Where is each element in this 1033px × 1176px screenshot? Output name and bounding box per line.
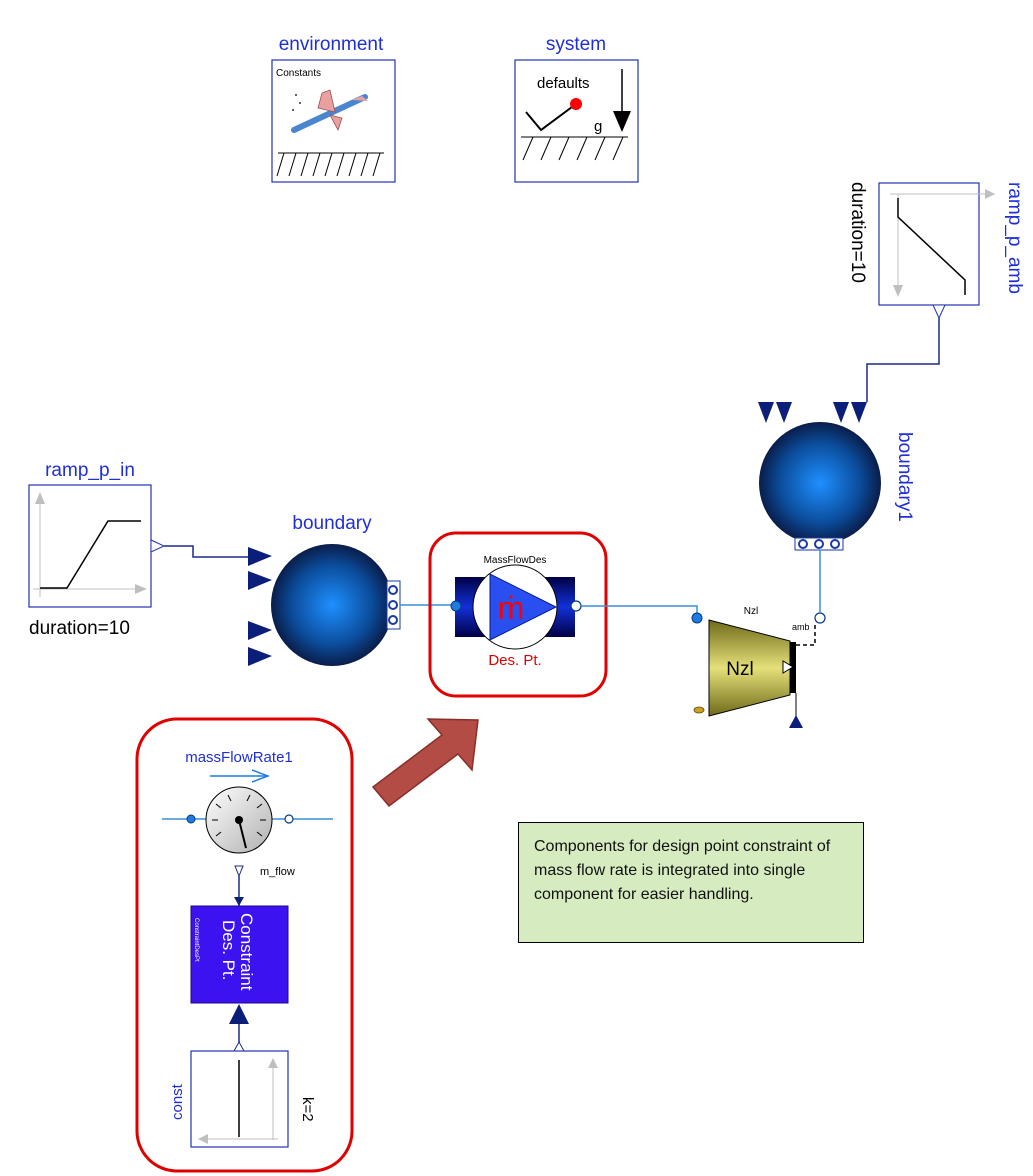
boundary1-label: boundary1 xyxy=(894,432,915,522)
massflow-des-component[interactable]: MassFlowDes ṁ Des. Pt. xyxy=(428,531,608,698)
ramp-p-in-frame xyxy=(28,484,152,608)
constraint-input-port[interactable] xyxy=(229,1004,249,1024)
ground-hatch-icon xyxy=(276,152,384,177)
annotation-note: Components for design point constraint o… xyxy=(518,822,864,943)
massflow-symbol: ṁ xyxy=(498,590,525,626)
nozzle-inlet-port[interactable] xyxy=(691,612,703,624)
nozzle-amb-label: amb xyxy=(792,622,810,632)
boundary1-sphere xyxy=(759,422,881,544)
airplane-icon xyxy=(291,89,368,133)
environment-label: environment xyxy=(279,34,384,55)
ramp-p-in-param: duration=10 xyxy=(29,618,130,639)
const-label: const xyxy=(169,1083,186,1120)
constraint-line2: Des. Pt. xyxy=(219,920,238,980)
m-flow-label: m_flow xyxy=(260,866,295,878)
nozzle-amb-port[interactable] xyxy=(814,612,826,624)
constraint-block xyxy=(190,905,289,1004)
nozzle-top-label: Nzl xyxy=(744,606,758,617)
system-defaults-label: defaults xyxy=(537,75,590,92)
ramp-p-in-label: ramp_p_in xyxy=(45,460,135,481)
ramp-p-amb-component[interactable]: duration=10 ramp_p_amb xyxy=(847,182,1025,320)
const-param: k=2 xyxy=(299,1097,316,1122)
boundary1-input-triangles[interactable] xyxy=(758,402,867,423)
mass-flow-rate1-label: massFlowRate1 xyxy=(185,749,293,766)
nozzle-body-label: Nzl xyxy=(726,659,753,680)
signal-line-ramp-amb xyxy=(866,318,940,402)
system-label: system xyxy=(546,34,606,55)
ramp-p-amb-output-port[interactable] xyxy=(932,304,946,320)
fluid-line-massflow-nozzle xyxy=(581,605,698,618)
ramp-p-in-output-port[interactable] xyxy=(150,539,166,553)
ramp-p-in-curve xyxy=(40,520,141,589)
massflow-highlight-frame xyxy=(428,531,608,698)
mass-flow-rate1-outlet-port[interactable] xyxy=(284,814,294,824)
m-flow-output-port[interactable] xyxy=(234,865,244,878)
massflow-sub-label: Des. Pt. xyxy=(488,652,541,669)
system-ground-hatch-icon xyxy=(521,136,628,161)
signal-arrow-into-constraint xyxy=(234,897,244,906)
ramp-p-amb-axis-arrow xyxy=(985,189,995,199)
system-component[interactable]: system defaults g xyxy=(514,34,639,183)
gravity-arrow-icon xyxy=(613,69,631,132)
signal-line-ramp-in xyxy=(164,545,249,558)
nozzle-component[interactable]: Nzl Nzl amb xyxy=(691,606,826,728)
environment-component[interactable]: environment Constants xyxy=(271,34,396,183)
const-component[interactable]: const k=2 xyxy=(169,1040,316,1148)
system-check-line xyxy=(525,103,577,132)
gauge-hub xyxy=(235,816,243,824)
nozzle-heat-port-icon[interactable] xyxy=(693,706,705,714)
boundary-label: boundary xyxy=(292,513,372,534)
ramp-p-amb-frame xyxy=(878,182,980,306)
const-output-port[interactable] xyxy=(233,1040,245,1052)
flow-direction-arrow-icon xyxy=(251,769,271,783)
nozzle-exit-arrow xyxy=(782,660,794,674)
original-components-highlight-frame xyxy=(135,717,354,1173)
ramp-p-amb-curve xyxy=(897,198,966,295)
massflow-outlet-port[interactable] xyxy=(570,600,582,612)
boundary1-component[interactable]: boundary1 xyxy=(758,402,915,551)
constraint-des-pt-component[interactable]: Constraint Des. Pt. ConstraintDesPt xyxy=(190,905,289,1024)
system-red-dot xyxy=(570,98,582,110)
constraint-small-label: ConstraintDesPt xyxy=(193,918,199,962)
gauge-ticks xyxy=(212,794,266,837)
environment-sub-label: Constants xyxy=(276,68,321,79)
original-components-group: massFlowRate1 m_flow xyxy=(135,717,354,1173)
massflow-title: MassFlowDes xyxy=(484,555,547,566)
mass-flow-rate1-inlet-port[interactable] xyxy=(186,814,196,824)
boundary-input-triangles[interactable] xyxy=(248,547,272,666)
massflow-inlet-port[interactable] xyxy=(450,600,462,612)
replacement-arrow-icon xyxy=(371,718,479,808)
constraint-line1: Constraint xyxy=(237,913,256,991)
mass-flow-rate1-component[interactable]: massFlowRate1 m_flow xyxy=(162,749,333,878)
nozzle-bottom-port[interactable] xyxy=(789,715,803,728)
ramp-p-amb-label: ramp_p_amb xyxy=(1004,182,1025,294)
ramp-p-amb-axis-arrow2 xyxy=(893,285,903,297)
boundary-component[interactable]: boundary xyxy=(248,513,401,666)
nozzle-body xyxy=(708,619,791,717)
massflow-triangle xyxy=(489,573,558,641)
boundary-sphere xyxy=(271,544,393,666)
gauge-needle xyxy=(238,819,247,849)
ramp-p-amb-param: duration=10 xyxy=(847,182,868,283)
ramp-p-in-component[interactable]: ramp_p_in duration=10 xyxy=(28,460,166,639)
system-g-label: g xyxy=(594,118,602,135)
